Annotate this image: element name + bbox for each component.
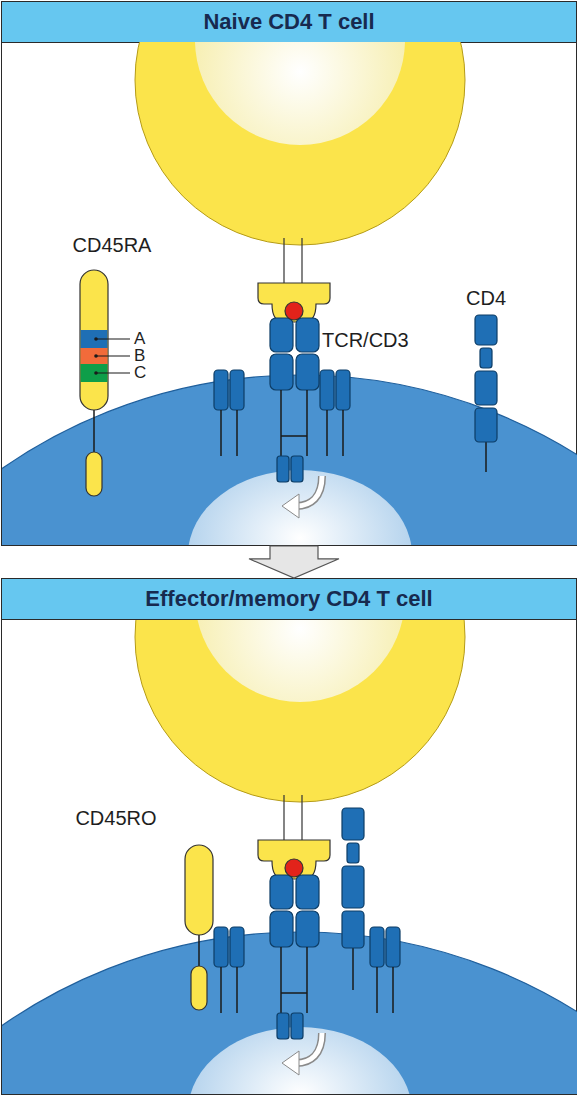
panel-heading: Naive CD4 T cell xyxy=(2,2,576,43)
memory-panel-art xyxy=(2,620,577,1094)
domain-label: C xyxy=(134,362,146,384)
panel-band: Effector/memory CD4 T cell xyxy=(1,578,577,1095)
molecule-label: CD4 xyxy=(466,287,506,309)
molecule-label: CD45RO xyxy=(75,807,156,829)
panel-heading: Effector/memory CD4 T cell xyxy=(2,579,576,620)
cell-contact xyxy=(2,42,577,545)
molecule-label: CD45RA xyxy=(73,234,152,256)
naive-panel-art xyxy=(2,42,577,545)
panel-band: Naive CD4 T cell xyxy=(1,1,577,546)
molecule-label: TCR/CD3 xyxy=(322,329,409,351)
transition-arrow xyxy=(249,546,339,578)
cell-contact xyxy=(2,620,577,1094)
